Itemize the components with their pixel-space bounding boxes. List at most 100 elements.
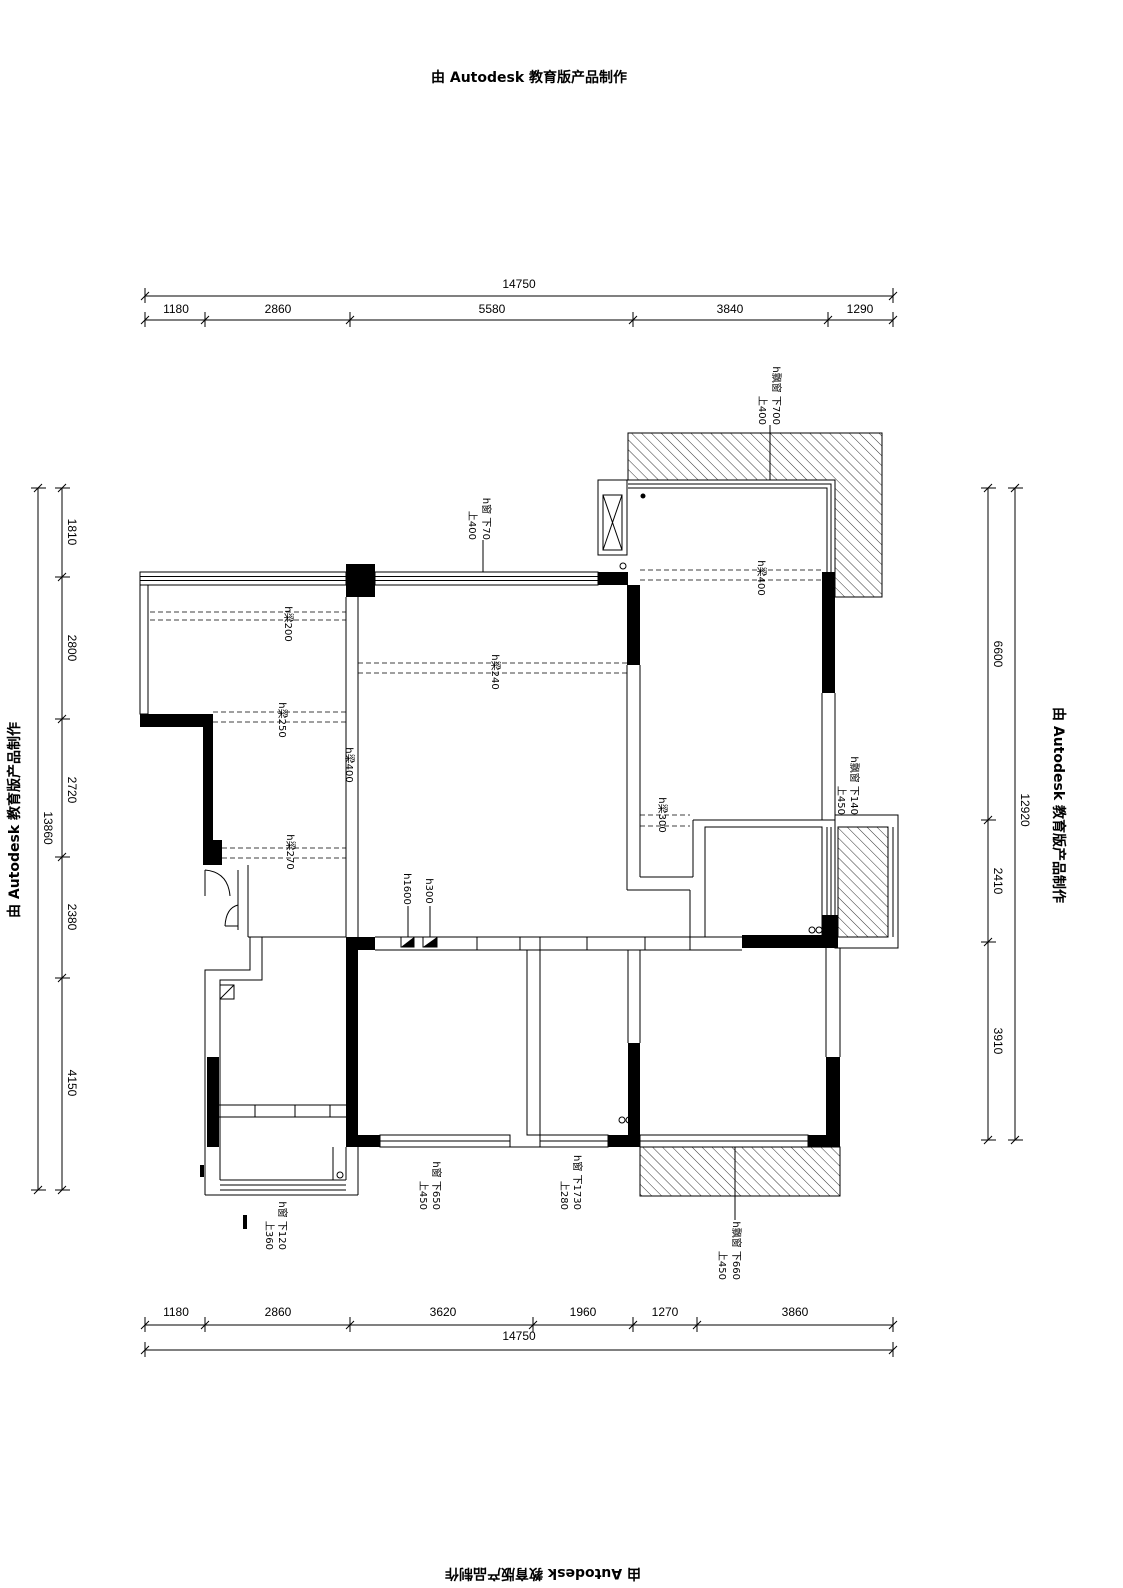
ac-unit-box [597, 479, 628, 556]
dimension-top-segment: 5580 [479, 302, 506, 316]
dimension-left-segment: 2800 [65, 635, 79, 662]
ac-unit-inner [602, 494, 623, 551]
dimension-tick [140, 315, 150, 325]
watermark-top: 由 Autodesk 教育版产品制作 [431, 69, 627, 86]
dimension-tick [140, 291, 150, 301]
wall-solid [598, 572, 628, 585]
bay-window-hatch-top [627, 432, 883, 598]
window-bedroom-label: 上450 [417, 1181, 429, 1210]
wall-solid [203, 714, 213, 845]
beam-label: h梁240 [489, 654, 502, 689]
window-middle-label: 上280 [558, 1181, 570, 1210]
wall-solid [140, 714, 213, 727]
window-kitchen-label: h窗 下120 [276, 1201, 289, 1250]
dimension-top-segment: 3840 [717, 302, 744, 316]
bathroom-inner-wall [704, 826, 823, 938]
balcony-window-left [139, 584, 149, 715]
bay-window-bottom-label: h飘窗 下660 [730, 1221, 743, 1280]
partition-wall [526, 949, 541, 1136]
wall-solid [346, 937, 358, 1147]
bay-window-frame [628, 483, 832, 572]
entry-door-swing [204, 869, 231, 897]
dimension-tick [528, 1320, 538, 1330]
bay-window-right-label: h飘窗 下140 [848, 756, 861, 815]
dimension-tick [345, 315, 355, 325]
bay-window-hatch-right [837, 826, 889, 938]
bay-window-frame [628, 487, 828, 572]
pipe-symbol [815, 926, 823, 934]
bay-window-right-label: 上450 [835, 786, 847, 815]
beam-label: h梁200 [282, 606, 295, 641]
dimension-tick [57, 714, 67, 724]
dimension-tick [983, 483, 993, 493]
dimension-left-segment: 2720 [65, 777, 79, 804]
dimension-bottom-segment: 1180 [163, 1305, 189, 1319]
dimension-tick [1010, 1135, 1020, 1145]
dimension-bottom-segment: 3860 [782, 1305, 809, 1319]
dimension-right-segment: 6600 [991, 641, 1005, 668]
wall-solid [808, 1135, 840, 1147]
dimension-tick [983, 1135, 993, 1145]
dimension-bottom-segment: 1270 [652, 1305, 679, 1319]
dimension-tick [888, 1320, 898, 1330]
bay-window-bottom-label: 上450 [716, 1251, 728, 1280]
fridge-symbol [219, 984, 235, 1000]
bay-window-top-label: 上400 [756, 396, 768, 425]
beam-label: h梁270 [284, 834, 297, 869]
equipment-mark [243, 1215, 247, 1229]
dimension-left-segment: 4150 [65, 1070, 79, 1097]
dimension-top-segment: 1290 [847, 302, 874, 316]
wall-solid [627, 585, 640, 665]
dimension-tick [200, 315, 210, 325]
pipe-symbol [619, 562, 627, 570]
wall-solid [742, 935, 838, 948]
beam-label: h梁400 [755, 560, 768, 595]
dimension-left-segment: 1810 [65, 519, 79, 546]
bay-window-frame-right [834, 814, 899, 949]
annotations: h飘窗 下700 上400 h窗 下70 上400 h梁400 h梁200 h梁… [263, 366, 861, 1280]
dimension-top-segment: 2860 [265, 302, 292, 316]
dimension-tick [200, 1320, 210, 1330]
dimension-bottom-total: 14750 [502, 1329, 536, 1343]
watermark-right: 由 Autodesk 教育版产品制作 [1050, 707, 1067, 903]
wall-solid [203, 840, 222, 865]
wall-line [204, 937, 251, 1195]
wall-solid [346, 1135, 380, 1147]
dimension-tick [888, 291, 898, 301]
height-mark-label: h300 [423, 878, 434, 903]
ac-unit-cross [602, 494, 623, 551]
wall-solid [207, 1057, 219, 1147]
wall-line [219, 937, 263, 1180]
dimension-tick [57, 572, 67, 582]
pipe-symbol [618, 1116, 626, 1124]
structural-column [346, 564, 375, 597]
dimension-tick [888, 315, 898, 325]
dimension-tick [888, 1345, 898, 1355]
entry-door-swing [224, 904, 239, 927]
dimension-left-total: 13860 [41, 811, 55, 845]
dimension-bottom-segment: 1960 [570, 1305, 597, 1319]
height-mark-label: h1600 [401, 873, 412, 905]
dimension-tick [57, 973, 67, 983]
dimension-bottom-segment: 2860 [265, 1305, 292, 1319]
fridge-symbol-line [219, 984, 235, 1000]
dimension-lines [37, 295, 1016, 1351]
walls [139, 425, 899, 1229]
window-bedroom-label: h窗 下650 [430, 1161, 443, 1210]
dimension-tick [33, 1185, 43, 1195]
beam-label: h梁300 [656, 797, 669, 832]
watermark-left: 由 Autodesk 教育版产品制作 [6, 722, 23, 918]
window-kitchen-label: 上360 [263, 1221, 275, 1250]
bay-window-top-label: h飘窗 下700 [770, 366, 783, 425]
wall-solid [628, 1043, 640, 1147]
dimension-top-total: 14750 [502, 277, 536, 291]
equipment-mark [200, 1165, 204, 1177]
dimension-tick [33, 483, 43, 493]
dimension-tick [57, 483, 67, 493]
pipe-symbol [336, 1171, 344, 1179]
dimension-tick [983, 815, 993, 825]
beam-label: h梁250 [276, 702, 289, 737]
dimension-right-segment: 3910 [991, 1028, 1005, 1055]
height-mark-symbol [401, 937, 414, 947]
